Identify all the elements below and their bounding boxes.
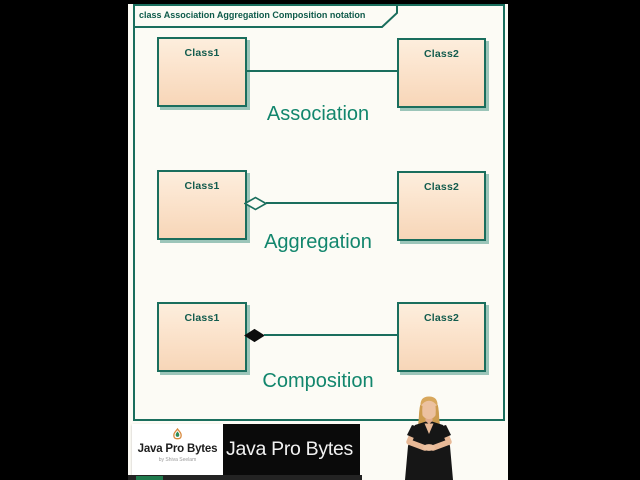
aggregation-line bbox=[266, 202, 397, 204]
relation-label-aggregation: Aggregation bbox=[264, 231, 372, 253]
class-box-right-association: Class2 bbox=[397, 38, 486, 108]
class-name: Class1 bbox=[184, 312, 220, 324]
association-line bbox=[245, 70, 397, 72]
class-box-right-composition: Class2 bbox=[397, 302, 486, 372]
class-name: Class2 bbox=[423, 181, 460, 193]
channel-logo-card: Java Pro Bytes by Shiva Seelam bbox=[132, 424, 223, 475]
filled-diamond-icon bbox=[244, 328, 265, 343]
bottom-dark-edge bbox=[128, 475, 362, 480]
caption-text: Java Pro Bytes bbox=[226, 438, 353, 460]
relation-label-composition: Composition bbox=[262, 370, 374, 392]
frame-title-tab bbox=[133, 4, 398, 28]
video-content-area: class Association Aggregation Compositio… bbox=[128, 0, 508, 480]
class-box-left-association: Class1 bbox=[157, 37, 247, 107]
class-name: Class2 bbox=[423, 312, 460, 324]
class-name: Class1 bbox=[184, 47, 220, 59]
class-name: Class1 bbox=[184, 180, 220, 192]
bottom-green-sliver bbox=[136, 476, 163, 480]
relation-label-association: Association bbox=[266, 103, 370, 125]
class-box-right-aggregation: Class2 bbox=[397, 171, 486, 241]
logo-title: Java Pro Bytes bbox=[137, 443, 218, 455]
frame-title: class Association Aggregation Compositio… bbox=[139, 10, 366, 20]
class-name: Class2 bbox=[423, 48, 460, 60]
flame-leaf-logo-icon bbox=[173, 427, 182, 440]
class-box-left-aggregation: Class1 bbox=[157, 170, 247, 240]
caption-banner: Java Pro Bytes bbox=[223, 424, 360, 475]
composition-line bbox=[264, 334, 397, 336]
top-black-edge bbox=[128, 0, 508, 4]
presenter-figure bbox=[405, 396, 453, 480]
hollow-diamond-icon bbox=[244, 196, 267, 211]
class-box-left-composition: Class1 bbox=[157, 302, 247, 372]
logo-tagline: by Shiva Seelam bbox=[158, 457, 197, 463]
